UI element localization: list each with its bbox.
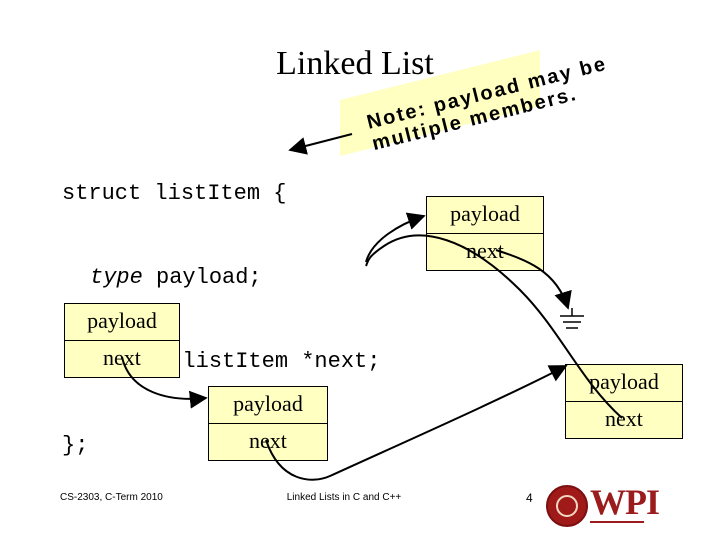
node-payload-cell: payload <box>450 201 520 226</box>
right-to-top-arrow <box>365 212 426 263</box>
null-ground-icon <box>560 308 584 329</box>
node-next-cell: next <box>209 423 327 460</box>
head-next-arrow <box>121 356 208 409</box>
right-next-arrow <box>365 234 623 419</box>
wpi-seal-icon <box>546 485 588 527</box>
slide-title: Linked List <box>276 45 434 82</box>
tail-next-arrow <box>495 249 572 310</box>
list-node-tail: payload next <box>426 196 544 271</box>
footer-course: CS-2303, C-Term 2010 <box>60 492 163 503</box>
list-node-middle: payload next <box>208 386 328 461</box>
middle-next-arrow <box>265 365 568 481</box>
node-payload-cell: payload <box>233 391 303 416</box>
node-payload-cell: payload <box>87 308 157 333</box>
code-line-4: }; <box>62 433 89 458</box>
code-type-keyword: type <box>90 265 143 290</box>
code-payload-field: payload; <box>142 265 262 290</box>
footer-topic: Linked Lists in C and C++ <box>286 492 402 503</box>
note-pointer-arrow <box>288 133 353 155</box>
wpi-logo: WPI <box>590 482 660 522</box>
code-line-1: struct listItem { <box>62 181 287 206</box>
page-number: 4 <box>526 491 533 505</box>
wpi-logo-underline <box>590 521 644 523</box>
code-line-2: type payload; <box>62 264 380 292</box>
node-payload-cell: payload <box>589 369 659 394</box>
node-next-cell: next <box>566 401 682 438</box>
list-node-right: payload next <box>565 364 683 439</box>
